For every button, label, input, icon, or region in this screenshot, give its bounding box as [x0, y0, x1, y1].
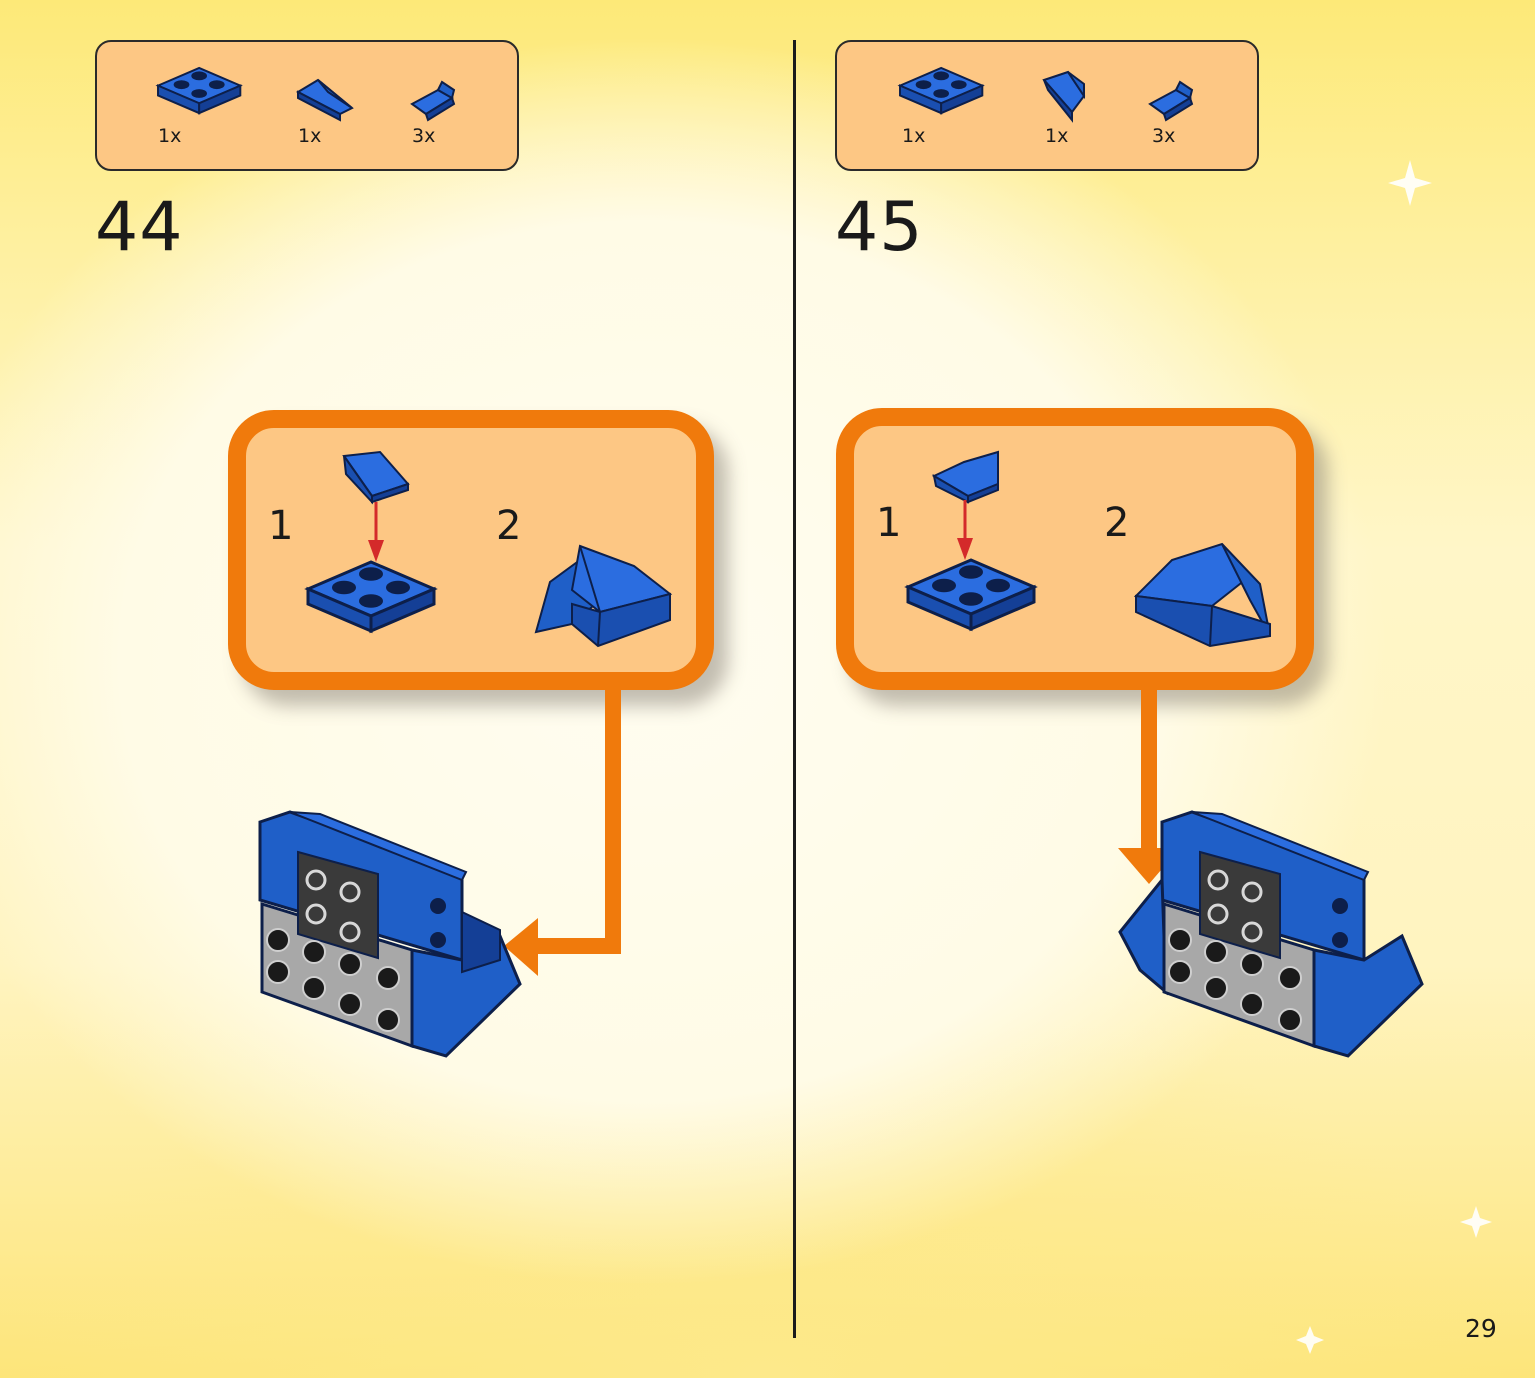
slope-brick-icon: [342, 450, 410, 505]
parts-list-step-44: [95, 40, 519, 171]
part-qty: 3x: [412, 125, 436, 147]
brick-wedge-plate-icon: [1042, 70, 1086, 123]
part-qty: 1x: [298, 125, 322, 147]
connector-arrow: [504, 690, 621, 976]
part-qty: 1x: [902, 125, 926, 147]
placement-arrow-icon: [957, 500, 973, 560]
substep-number: 1: [268, 503, 294, 549]
brick-plate-2x2-icon: [306, 560, 436, 633]
assembled-wedge-icon: [1133, 542, 1271, 648]
substep-number: 2: [496, 503, 522, 549]
substep-number: 2: [1104, 500, 1130, 546]
brick-plate-2x2-icon: [906, 558, 1036, 631]
brick-plate-2x2-icon: [157, 67, 242, 115]
page-divider: [793, 40, 796, 1338]
build-model-step-45: [1118, 810, 1424, 1058]
sparkle-icon: [1296, 160, 1492, 1354]
slope-brick-icon: [931, 450, 999, 504]
build-model-step-44: [258, 810, 522, 1058]
placement-arrow-icon: [368, 502, 384, 562]
step-number: 45: [835, 188, 924, 267]
brick-slope-icon: [1149, 81, 1193, 121]
substep-callout-step-44: [228, 410, 714, 690]
substep-callout-step-45: [836, 408, 1314, 690]
substep-number: 1: [876, 500, 902, 546]
brick-plate-2x2-icon: [899, 67, 984, 115]
page-number: 29: [1465, 1314, 1497, 1343]
step-number: 44: [95, 188, 184, 267]
part-qty: 3x: [1152, 125, 1176, 147]
assembled-wedge-icon: [534, 544, 673, 648]
part-qty: 1x: [158, 125, 182, 147]
part-qty: 1x: [1045, 125, 1069, 147]
brick-slope-icon: [411, 81, 455, 121]
brick-wedge-plate-icon: [295, 78, 354, 122]
